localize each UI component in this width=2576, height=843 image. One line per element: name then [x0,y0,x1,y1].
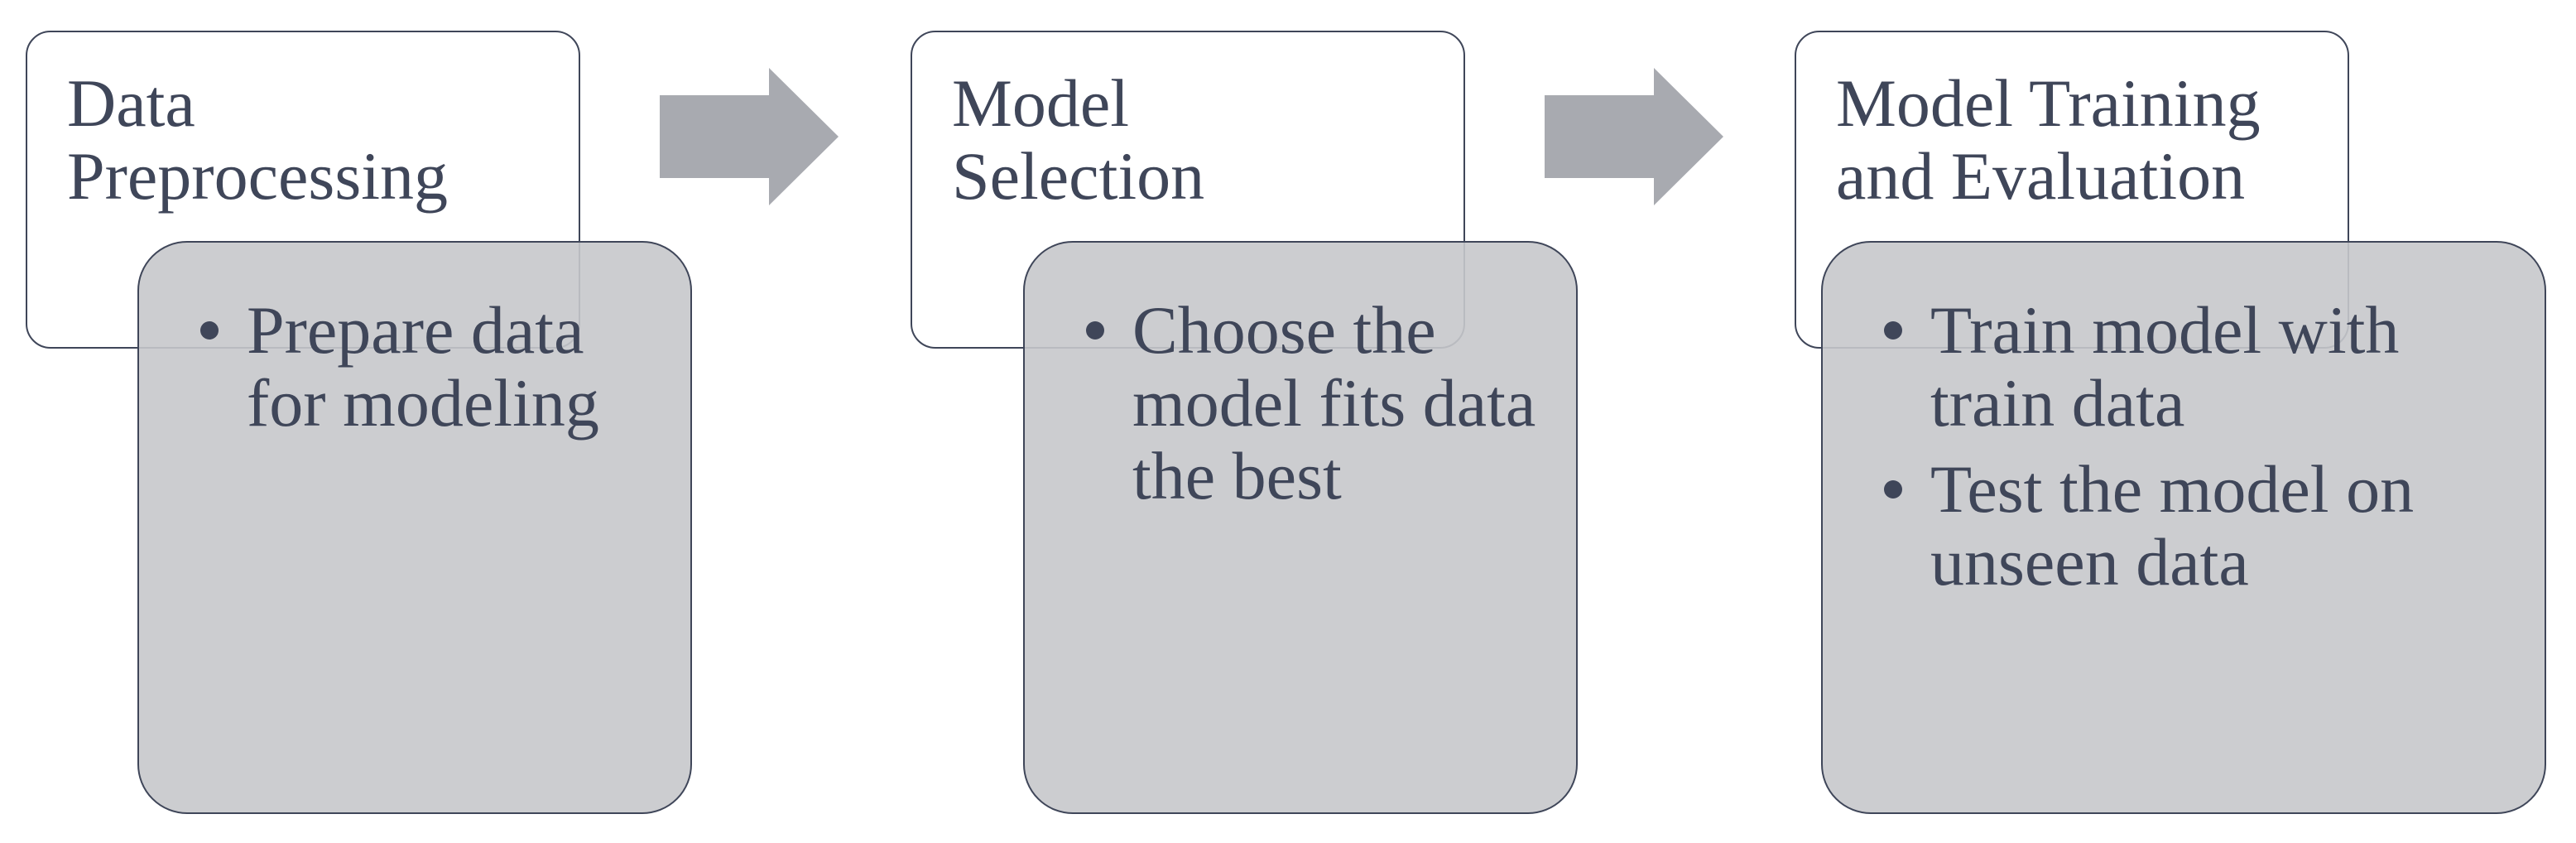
step-detail-box: Train model with train data Test the mod… [1821,241,2546,814]
arrow-shape [1545,68,1723,205]
arrow-shape [660,68,839,205]
right-arrow-icon [660,68,839,205]
bullet-item: Train model with train data [1877,294,2511,440]
bullet-text: Test the model on unseen data [1930,451,2415,600]
bullet-icon [1884,480,1902,499]
bullet-list: Choose the model fits data the best [1079,294,1543,513]
bullet-list: Train model with train data Test the mod… [1877,294,2511,599]
bullet-text: Prepare data for modeling [247,292,599,441]
step-detail-box: Choose the model fits data the best [1023,241,1578,814]
step-title: Model Selection [952,65,1205,214]
bullet-text: Train model with train data [1930,292,2400,441]
bullet-item: Prepare data for modeling [194,294,657,440]
bullet-item: Choose the model fits data the best [1079,294,1543,513]
bullet-list: Prepare data for modeling [194,294,657,440]
bullet-icon [1884,321,1902,340]
bullet-icon [200,321,219,340]
bullet-icon [1086,321,1104,340]
right-arrow-icon [1545,68,1723,205]
bullet-item: Test the model on unseen data [1877,453,2511,599]
bullet-text: Choose the model fits data the best [1132,292,1536,513]
step-detail-box: Prepare data for modeling [137,241,692,814]
step-title: Model Training and Evaluation [1836,65,2261,214]
step-title: Data Preprocessing [67,65,449,214]
